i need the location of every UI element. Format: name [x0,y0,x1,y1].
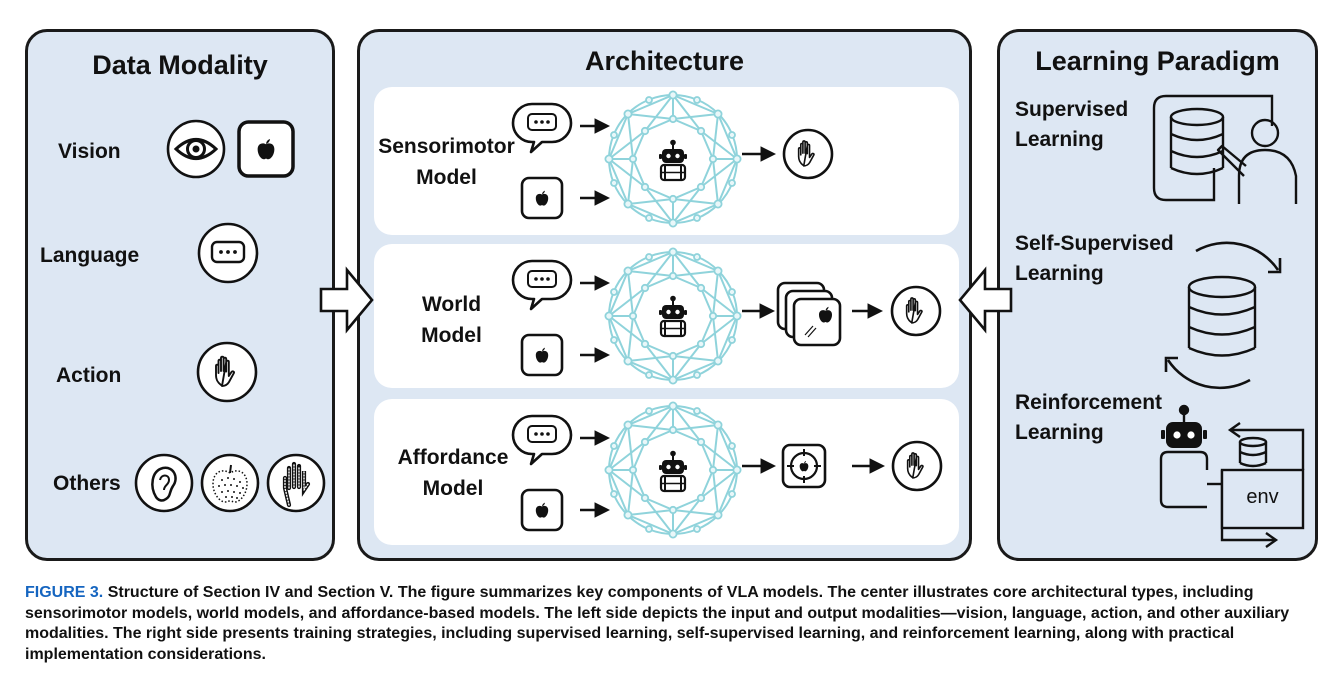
database-icon [1238,436,1268,468]
caption-title: Structure of Section IV and Section V. [107,584,394,601]
modality-label-action: Action [56,364,122,387]
robot-icon [657,139,689,182]
paradigm-line2: Learning [1015,421,1104,444]
frames-icon [776,281,842,347]
figure-label: FIGURE 3. [25,584,104,601]
model-name-line2: Model [422,477,484,500]
paradigm-line1: Reinforcement [1015,391,1163,414]
paradigm-line1: Self-Supervised [1015,232,1174,255]
panel-title: Learning Paradigm [1035,46,1280,76]
robot-icon [657,295,689,338]
world-model-row [511,247,940,385]
right-to-center-arrow [958,266,1013,334]
chat-bubble-icon [197,222,259,284]
caption-text: The figure summarizes key components of … [25,584,1290,663]
apple-icon [239,122,293,176]
hand-icon [784,130,832,178]
robot-icon [657,450,689,493]
chat-bubble-icon [511,102,573,154]
hand-icon [893,442,941,490]
paradigm-line2: Learning [1015,262,1104,285]
chat-bubble-icon [511,259,573,311]
figure-caption: FIGURE 3. Structure of Section IV and Se… [25,583,1320,665]
cycle-arrows-icon [1164,241,1282,390]
dotted-apple-icon [200,453,260,513]
sensorimotor-row [511,90,832,228]
model-name-line1: World [421,293,482,316]
eye-icon [166,119,226,179]
hand-icon [196,341,258,403]
database-icon [1169,107,1225,176]
ear-icon [134,453,194,513]
panel-title: Architecture [584,46,745,76]
apple-icon [522,178,562,218]
env-label: env [1246,486,1279,508]
person-icon [1216,118,1298,204]
database-icon [1187,275,1257,357]
hand-icon [892,287,940,335]
model-name-line1: Affordance [397,446,509,469]
modality-label-language: Language [40,244,140,267]
modality-label-vision: Vision [58,140,121,163]
robot-icon [1159,404,1222,509]
model-name-line1: Sensorimotor [378,135,515,158]
left-to-center-arrow [319,266,374,334]
affordance-model-row [511,401,941,539]
sensor-hand-icon [266,453,326,513]
self-supervised-illustration [1164,241,1282,390]
paradigm-line2: Learning [1015,128,1104,151]
model-name-line2: Model [421,324,482,347]
modality-label-others: Others [53,472,121,495]
paradigm-line1: Supervised [1015,98,1129,121]
supervised-learning-illustration [1152,94,1298,204]
panel-title: Data Modality [92,50,268,80]
chat-bubble-icon [511,414,573,466]
reinforcement-illustration [1159,404,1305,548]
model-name-line2: Model [416,166,477,189]
apple-icon [522,335,562,375]
apple-icon [522,490,562,530]
env-box [1220,468,1305,530]
target-icon [781,443,827,489]
